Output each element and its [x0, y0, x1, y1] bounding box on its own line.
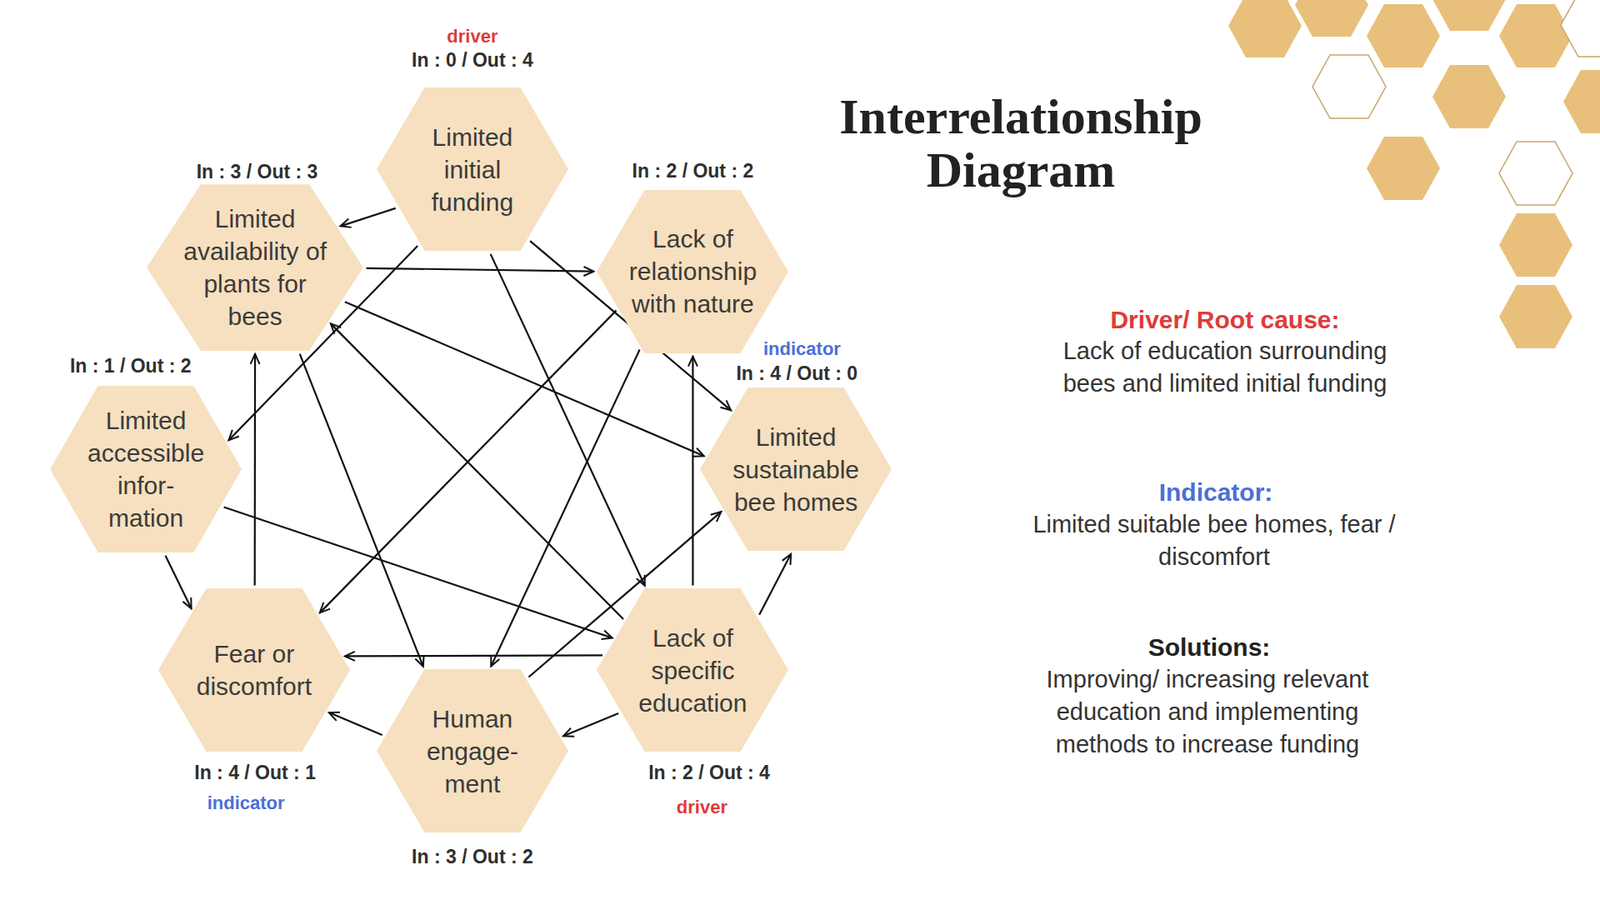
arrow-connector [691, 356, 694, 586]
arrow-connector [345, 655, 603, 656]
section-text: Lack of education surrounding bees and l… [1041, 335, 1409, 400]
in-out-count: In : 4 / Out : 1 [190, 761, 320, 785]
section-heading: Solutions: [1042, 630, 1376, 664]
in-out-count: In : 1 / Out : 2 [66, 355, 195, 379]
hexagon-node: indicatorIn : 4 / Out : 0Limited sustain… [700, 387, 892, 551]
arrow-connector [254, 354, 257, 586]
indicator-tag: indicator [204, 791, 289, 814]
hexagon-node: Human engage- mentIn : 3 / Out : 2 [376, 669, 569, 833]
arrow-connector [165, 555, 192, 609]
hexagon-node: In : 2 / Out : 2Lack of relationship wit… [596, 190, 789, 354]
hexagon-node: Lack of specific educationIn : 2 / Out :… [596, 588, 789, 752]
hexagon-node: Fear or discomfortIn : 4 / Out : 1indica… [158, 588, 350, 752]
diagram-title: Interrelationship Diagram [795, 90, 1246, 197]
arrow-connector [340, 208, 396, 227]
hexagon-fill [146, 184, 364, 351]
honeycomb-outline-cells [1312, 0, 1600, 205]
hexagon-fill [376, 87, 569, 251]
hexagon-fill [158, 588, 350, 752]
hexagon-fill [596, 588, 789, 752]
arrow-connector [759, 554, 791, 615]
node-text: Lack of specific education [625, 621, 760, 720]
in-out-count: In : 3 / Out : 2 [408, 845, 537, 870]
node-text: Limited availability of plants for bees [175, 202, 335, 333]
node-text: Lack of relationship with nature [625, 222, 760, 320]
node-text: Fear or discomfort [187, 637, 321, 703]
arrow-connector [329, 712, 383, 735]
in-out-count: In : 4 / Out : 0 [732, 363, 861, 387]
node-text: Limited accessible infor- mation [79, 404, 213, 535]
node-text: Limited sustainable bee homes [729, 420, 863, 519]
honeycomb-cells [1228, 0, 1600, 349]
hexagon-fill [376, 669, 569, 833]
node-text: Human engage- ment [405, 702, 540, 800]
arrow-connector [330, 323, 624, 620]
section-text: Improving/ increasing relevant education… [1015, 663, 1400, 761]
driver-tag: driver [443, 25, 501, 48]
in-out-count: In : 2 / Out : 2 [629, 160, 758, 184]
hexagon-node: driverIn : 0 / Out : 4Limited initial fu… [376, 87, 569, 251]
hexagon-fill [50, 385, 242, 553]
hexagon-fill [596, 190, 789, 354]
hexagon-fill [700, 387, 892, 551]
node-text: Limited initial funding [405, 120, 540, 219]
in-out-count: In : 3 / Out : 3 [193, 161, 322, 185]
hexagon-node: In : 1 / Out : 2Limited accessible infor… [50, 385, 242, 553]
arrow-connector [563, 713, 619, 736]
indicator-tag: indicator [760, 338, 845, 360]
section-text: Limited suitable bee homes, fear / disco… [997, 508, 1431, 574]
hexagon-shape [158, 588, 350, 752]
section-heading: Driver/ Root cause: [1008, 303, 1442, 336]
in-out-count: In : 2 / Out : 4 [645, 761, 774, 785]
hexagon-node: In : 3 / Out : 3Limited availability of … [146, 184, 364, 351]
section-heading: Indicator: [1049, 475, 1383, 509]
in-out-count: In : 0 / Out : 4 [408, 50, 537, 74]
arrow-connector [366, 268, 595, 272]
driver-tag: driver [673, 795, 731, 818]
